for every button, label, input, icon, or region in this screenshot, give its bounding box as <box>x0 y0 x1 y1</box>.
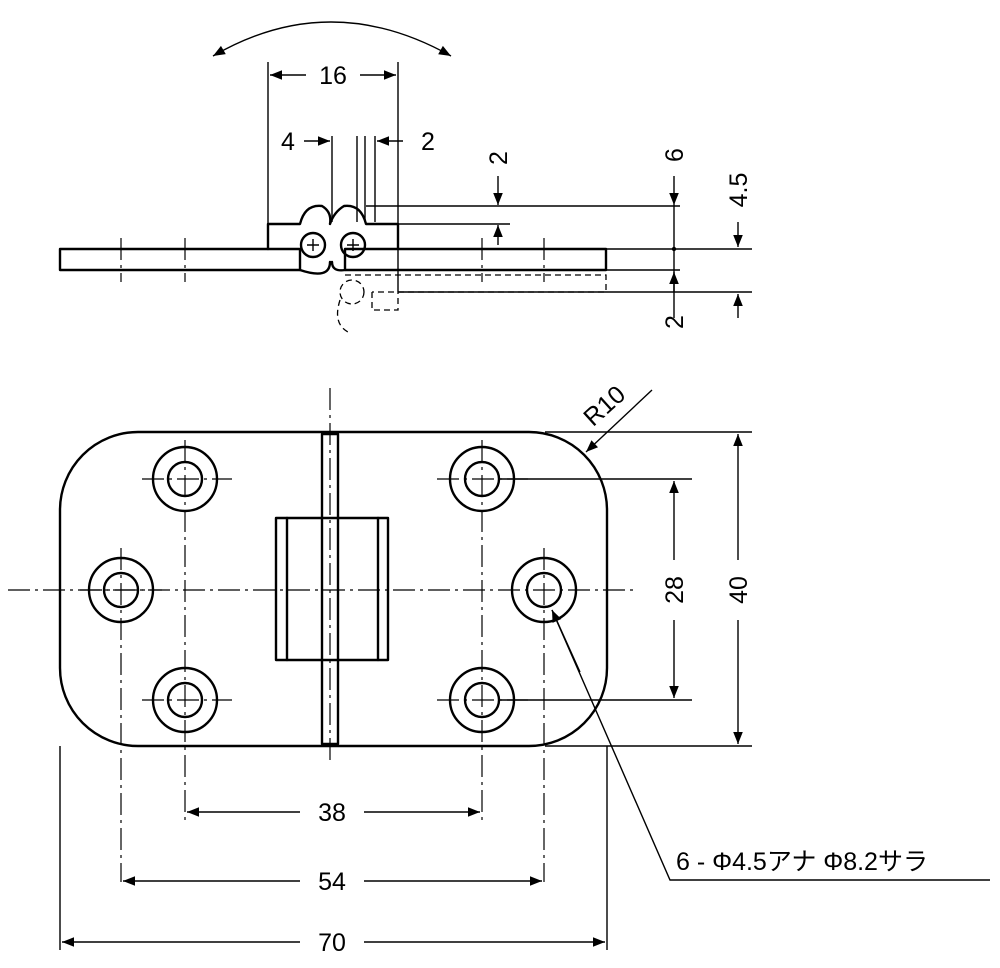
dim-2-bottom: 2 <box>661 315 689 329</box>
pin-crosses <box>307 239 359 251</box>
side-hole-centerlines <box>120 238 545 282</box>
ext-knuckle <box>331 136 376 222</box>
dim-16: 16 <box>319 62 347 90</box>
dim-70: 70 <box>318 929 346 957</box>
ext-bottom <box>59 746 608 950</box>
hinge-knuckle <box>266 204 400 251</box>
knuckle-curve-right <box>330 260 347 272</box>
ext-16 <box>267 62 399 292</box>
phantom-knuckle <box>336 292 399 334</box>
dim-4: 4 <box>281 128 295 156</box>
swing-arc <box>212 21 452 57</box>
hole-cross-lines <box>80 478 528 701</box>
pin-left <box>299 231 327 259</box>
dim-38: 38 <box>318 799 346 827</box>
plan-view: R10 28 40 38 54 70 6 - Φ4.5アナ Φ8.2サラ <box>8 380 990 957</box>
ext-right <box>500 431 752 747</box>
dim-28: 28 <box>661 576 689 604</box>
phantom-pin <box>339 279 365 305</box>
hole-centerlines <box>120 440 545 882</box>
dim-2-top: 2 <box>421 128 435 156</box>
right-leaf <box>343 247 608 272</box>
dim-2-height: 2 <box>485 151 513 165</box>
hole-callout: 6 - Φ4.5アナ Φ8.2サラ <box>676 848 928 876</box>
knuckle-curve-left <box>298 260 332 275</box>
dim-r10: R10 <box>578 380 631 432</box>
countersunk-holes <box>87 445 578 734</box>
phantom-leaf <box>345 274 607 293</box>
dim-4-5: 4.5 <box>725 173 753 208</box>
hinge-plate <box>58 430 609 748</box>
left-leaf <box>58 247 302 272</box>
pin-right <box>339 231 367 259</box>
side-view: 16 4 2 2 6 2 4.5 <box>58 21 753 334</box>
dim-6: 6 <box>661 148 689 162</box>
knuckle-block <box>274 516 390 662</box>
ext-heights <box>366 205 752 293</box>
dim-40: 40 <box>725 576 753 604</box>
dim-54: 54 <box>318 868 346 896</box>
